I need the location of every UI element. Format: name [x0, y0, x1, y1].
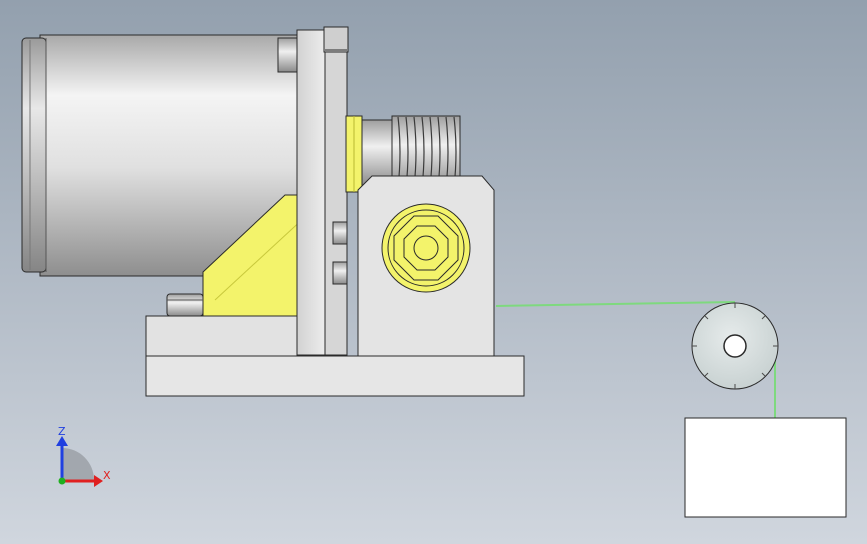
yellow-nut-ring [387, 209, 465, 287]
base-slab[interactable] [145, 355, 525, 397]
triad-x-label: X [103, 469, 111, 482]
plate-bolt-top[interactable] [332, 221, 348, 245]
weight-box[interactable] [684, 417, 847, 518]
pulley[interactable] [691, 302, 779, 390]
triad-z-label: Z [58, 425, 66, 438]
coordinate-triad-icon: Z X [56, 425, 111, 487]
base-plate[interactable] [145, 293, 525, 397]
pulley-ticks [692, 303, 778, 389]
pulley-hub [723, 334, 747, 358]
bearing-block[interactable] [357, 175, 495, 357]
plate-bolt-bottom[interactable] [332, 261, 348, 285]
base-raised-left[interactable] [145, 315, 298, 357]
yellow-nut-inner-octagon [403, 225, 449, 271]
base-fitting[interactable] [166, 293, 204, 317]
motor-mount-plate[interactable] [296, 26, 349, 356]
motor-end-cap[interactable] [21, 37, 47, 273]
motor-nub[interactable] [277, 37, 299, 73]
motor-body[interactable] [21, 34, 303, 277]
plate-top-block[interactable] [323, 26, 349, 53]
nut-bore [413, 235, 439, 261]
